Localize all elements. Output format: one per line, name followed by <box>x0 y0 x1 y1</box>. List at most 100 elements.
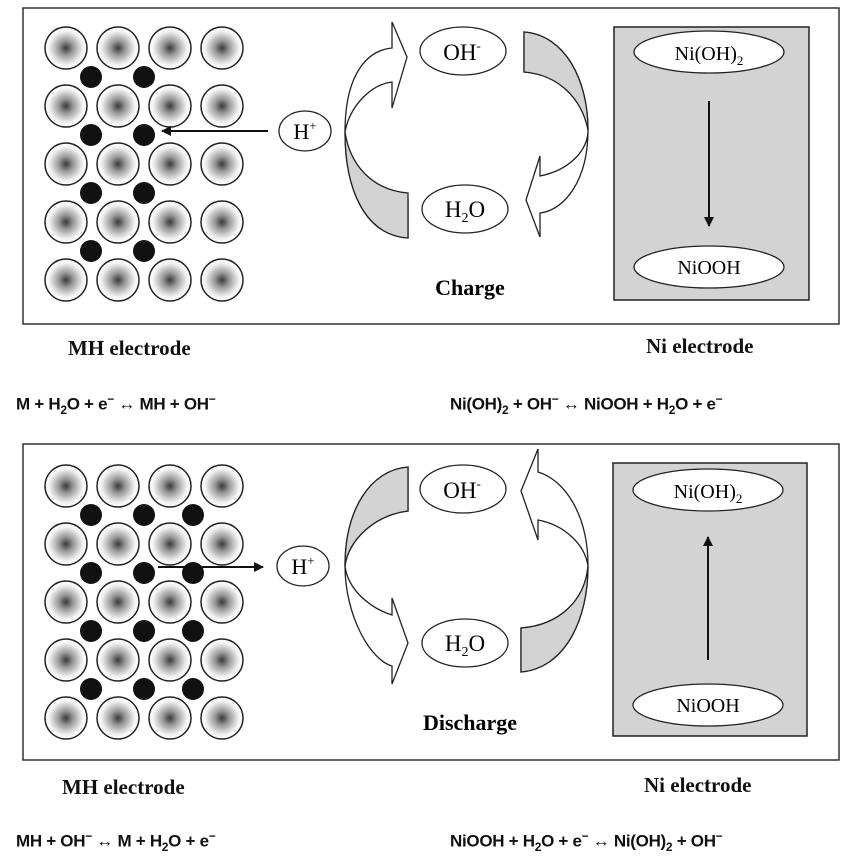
metal-atom <box>44 464 88 508</box>
hydrogen-atom <box>133 504 155 526</box>
metal-atom <box>96 84 140 128</box>
h-plus-ion-label: H+ <box>293 118 316 144</box>
equation-part: − <box>715 829 723 843</box>
curved-arrow-right-tail-discharge <box>520 565 589 673</box>
metal-atom <box>200 464 244 508</box>
mh-electrode-label-discharge: MH electrode <box>62 775 185 799</box>
water-ellipse-discharge <box>421 618 509 668</box>
equation-part: 2 <box>665 840 673 855</box>
metal-atom <box>96 200 140 244</box>
oh-ion-label-discharge: OH- <box>443 476 481 503</box>
metal-atom <box>148 464 192 508</box>
oh-ion-ellipse-discharge <box>419 464 507 514</box>
hydrogen-atom <box>80 504 102 526</box>
equation-part: 2 <box>60 403 67 418</box>
mh-lattice-discharge <box>44 464 244 740</box>
metal-atom <box>148 84 192 128</box>
equation-part: M + H <box>16 394 61 414</box>
equation-ni-charge: Ni(OH)2 + OH− ↔ NiOOH + H2O + e− <box>450 392 723 418</box>
equation-part: + OH <box>508 394 552 414</box>
h-plus-ion-label-discharge: H+ <box>291 553 314 579</box>
metal-atom <box>200 638 244 682</box>
equation-mh-discharge: MH + OH− ↔ M + H2O + e− <box>16 829 216 855</box>
metal-atom <box>44 200 88 244</box>
equation-part: − <box>107 392 114 406</box>
metal-atom <box>44 638 88 682</box>
hydrogen-atom <box>133 124 155 146</box>
equation-part: − <box>551 392 559 406</box>
curved-arrow-left-tail-discharge <box>344 466 409 567</box>
equation-part: ↔ M + H <box>91 831 162 851</box>
metal-atom <box>200 696 244 740</box>
hydrogen-atom <box>80 66 102 88</box>
discharge-panel: H+ OH- H2O Discharge Ni(OH)2 NiOOH <box>22 443 840 761</box>
mh-electrode-label-charge: MH electrode <box>68 336 191 360</box>
metal-atom <box>96 638 140 682</box>
equation-ni-discharge: NiOOH + H2O + e− ↔ Ni(OH)2 + OH− <box>450 829 723 855</box>
water-ellipse <box>421 184 509 234</box>
curved-arrow-right-tail-charge <box>523 31 589 131</box>
metal-atom <box>44 522 88 566</box>
ni-oh2-label-discharge: Ni(OH)2 <box>674 481 743 506</box>
equation-part: O + e <box>675 394 716 414</box>
metal-atom <box>200 580 244 624</box>
hydrogen-atom <box>182 620 204 642</box>
equation-part: − <box>208 829 216 843</box>
hydrogen-atom <box>182 562 204 584</box>
equation-part: ↔ Ni(OH) <box>588 831 666 851</box>
water-label: H2O <box>445 197 485 226</box>
metal-atom <box>44 26 88 70</box>
oh-ion-label: OH- <box>443 38 481 65</box>
hydrogen-atom <box>182 504 204 526</box>
water-label-discharge: H2O <box>445 631 485 660</box>
metal-atom <box>44 84 88 128</box>
h-plus-ion-ellipse <box>278 110 332 152</box>
hydrogen-atom <box>133 562 155 584</box>
charge-panel: H+ OH- H2O Charge Ni(OH)2 NiOOH <box>22 7 840 325</box>
metal-atom <box>200 84 244 128</box>
metal-atom <box>200 522 244 566</box>
metal-atom <box>44 258 88 302</box>
h-plus-ion-ellipse-discharge <box>276 545 330 587</box>
equation-part: ↔ MH + OH <box>113 394 209 414</box>
oh-ion-ellipse <box>419 26 507 76</box>
metal-atom <box>96 580 140 624</box>
mh-lattice-charge <box>44 26 244 302</box>
equation-part: + OH <box>672 831 716 851</box>
metal-atom <box>148 522 192 566</box>
equation-part: 2 <box>534 840 542 855</box>
ni-electrode-label-discharge: Ni electrode <box>644 773 752 797</box>
ni-electrode-label-charge: Ni electrode <box>646 334 754 358</box>
metal-atom <box>148 200 192 244</box>
metal-atom <box>148 580 192 624</box>
metal-atom <box>200 142 244 186</box>
niooh-label-discharge: NiOOH <box>676 695 739 717</box>
ni-oh2-ellipse-charge <box>633 30 785 74</box>
hydrogen-atom <box>133 240 155 262</box>
equation-part: Ni(OH) <box>450 394 503 414</box>
metal-atom <box>148 696 192 740</box>
hydrogen-atom <box>133 620 155 642</box>
ni-oh2-label-charge: Ni(OH)2 <box>675 43 744 68</box>
equation-part: 2 <box>668 403 676 418</box>
metal-atom <box>44 580 88 624</box>
metal-atom <box>200 200 244 244</box>
metal-atom <box>96 142 140 186</box>
hydrogen-atom <box>133 678 155 700</box>
hydrogen-atom <box>133 182 155 204</box>
equation-part: − <box>581 829 589 843</box>
equation-part: 2 <box>161 840 169 855</box>
niooh-label-charge: NiOOH <box>677 257 740 279</box>
process-label-discharge: Discharge <box>423 710 517 735</box>
metal-atom <box>200 258 244 302</box>
equation-mh-charge: M + H2O + e− ↔ MH + OH− <box>16 392 216 418</box>
process-label-charge: Charge <box>435 275 505 300</box>
metal-atom <box>96 696 140 740</box>
metal-atom <box>96 26 140 70</box>
curved-arrow-left-tail-charge <box>344 131 409 239</box>
metal-atom <box>148 26 192 70</box>
hydrogen-atom <box>80 562 102 584</box>
equation-part: MH + OH <box>16 831 86 851</box>
equation-part: O + e <box>541 831 582 851</box>
